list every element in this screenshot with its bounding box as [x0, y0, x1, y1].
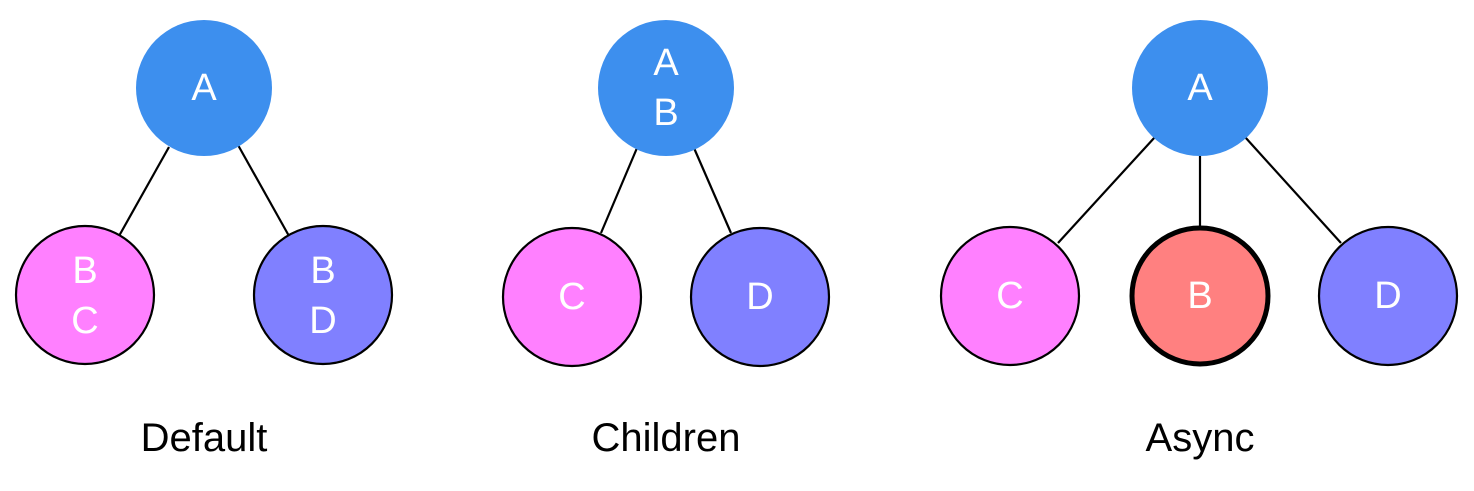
- node-bd-circle: [252, 224, 394, 366]
- node-bc-circle: [14, 224, 156, 366]
- node-async-a-label: A: [1187, 67, 1213, 109]
- node-async-b-label: B: [1187, 275, 1212, 317]
- caption-async: Async: [1146, 416, 1255, 460]
- edge-a-to-c: [1057, 136, 1156, 244]
- node-ab-label-line1: A: [653, 42, 679, 84]
- caption-children: Children: [592, 416, 741, 460]
- edge-ab-to-c: [599, 147, 639, 234]
- node-bd: B D: [252, 224, 394, 366]
- node-a-label: A: [191, 67, 217, 109]
- node-ab-label-line2: B: [653, 92, 678, 134]
- node-d-circle: [689, 226, 831, 368]
- node-bc-label-line1: B: [72, 250, 97, 292]
- diagram-async: A C B D Async: [939, 20, 1459, 460]
- node-bd-label-line1: B: [310, 250, 335, 292]
- edge-ab-to-d: [692, 147, 733, 234]
- node-d: D: [689, 226, 831, 368]
- caption-default: Default: [141, 416, 268, 460]
- node-ab-circle: [598, 20, 734, 156]
- node-async-a-circle: [1132, 20, 1268, 156]
- node-a: A: [136, 20, 272, 156]
- node-async-c: C: [939, 225, 1081, 367]
- node-async-c-circle: [939, 225, 1081, 367]
- node-async-b: B: [1129, 225, 1271, 367]
- node-bc: B C: [14, 224, 156, 366]
- node-c: C: [501, 226, 643, 368]
- node-bd-label-line2: D: [309, 300, 336, 342]
- node-async-d-circle: [1317, 225, 1459, 367]
- node-d-label: D: [746, 276, 773, 318]
- node-c-label: C: [558, 276, 585, 318]
- node-async-d-label: D: [1374, 275, 1401, 317]
- node-ab: A B: [598, 20, 734, 156]
- node-async-b-circle: [1129, 225, 1271, 367]
- node-c-circle: [501, 226, 643, 368]
- diagram-children: A B C D Children: [501, 20, 831, 460]
- node-bc-label-line2: C: [71, 300, 98, 342]
- edge-a-to-d: [1244, 136, 1342, 244]
- node-async-a: A: [1132, 20, 1268, 156]
- node-async-d: D: [1317, 225, 1459, 367]
- edge-a-to-bd: [237, 144, 290, 237]
- node-async-c-label: C: [996, 275, 1023, 317]
- diagram-default: A B C B D Default: [14, 20, 394, 460]
- edge-a-to-bc: [118, 146, 170, 237]
- node-a-circle: [136, 20, 272, 156]
